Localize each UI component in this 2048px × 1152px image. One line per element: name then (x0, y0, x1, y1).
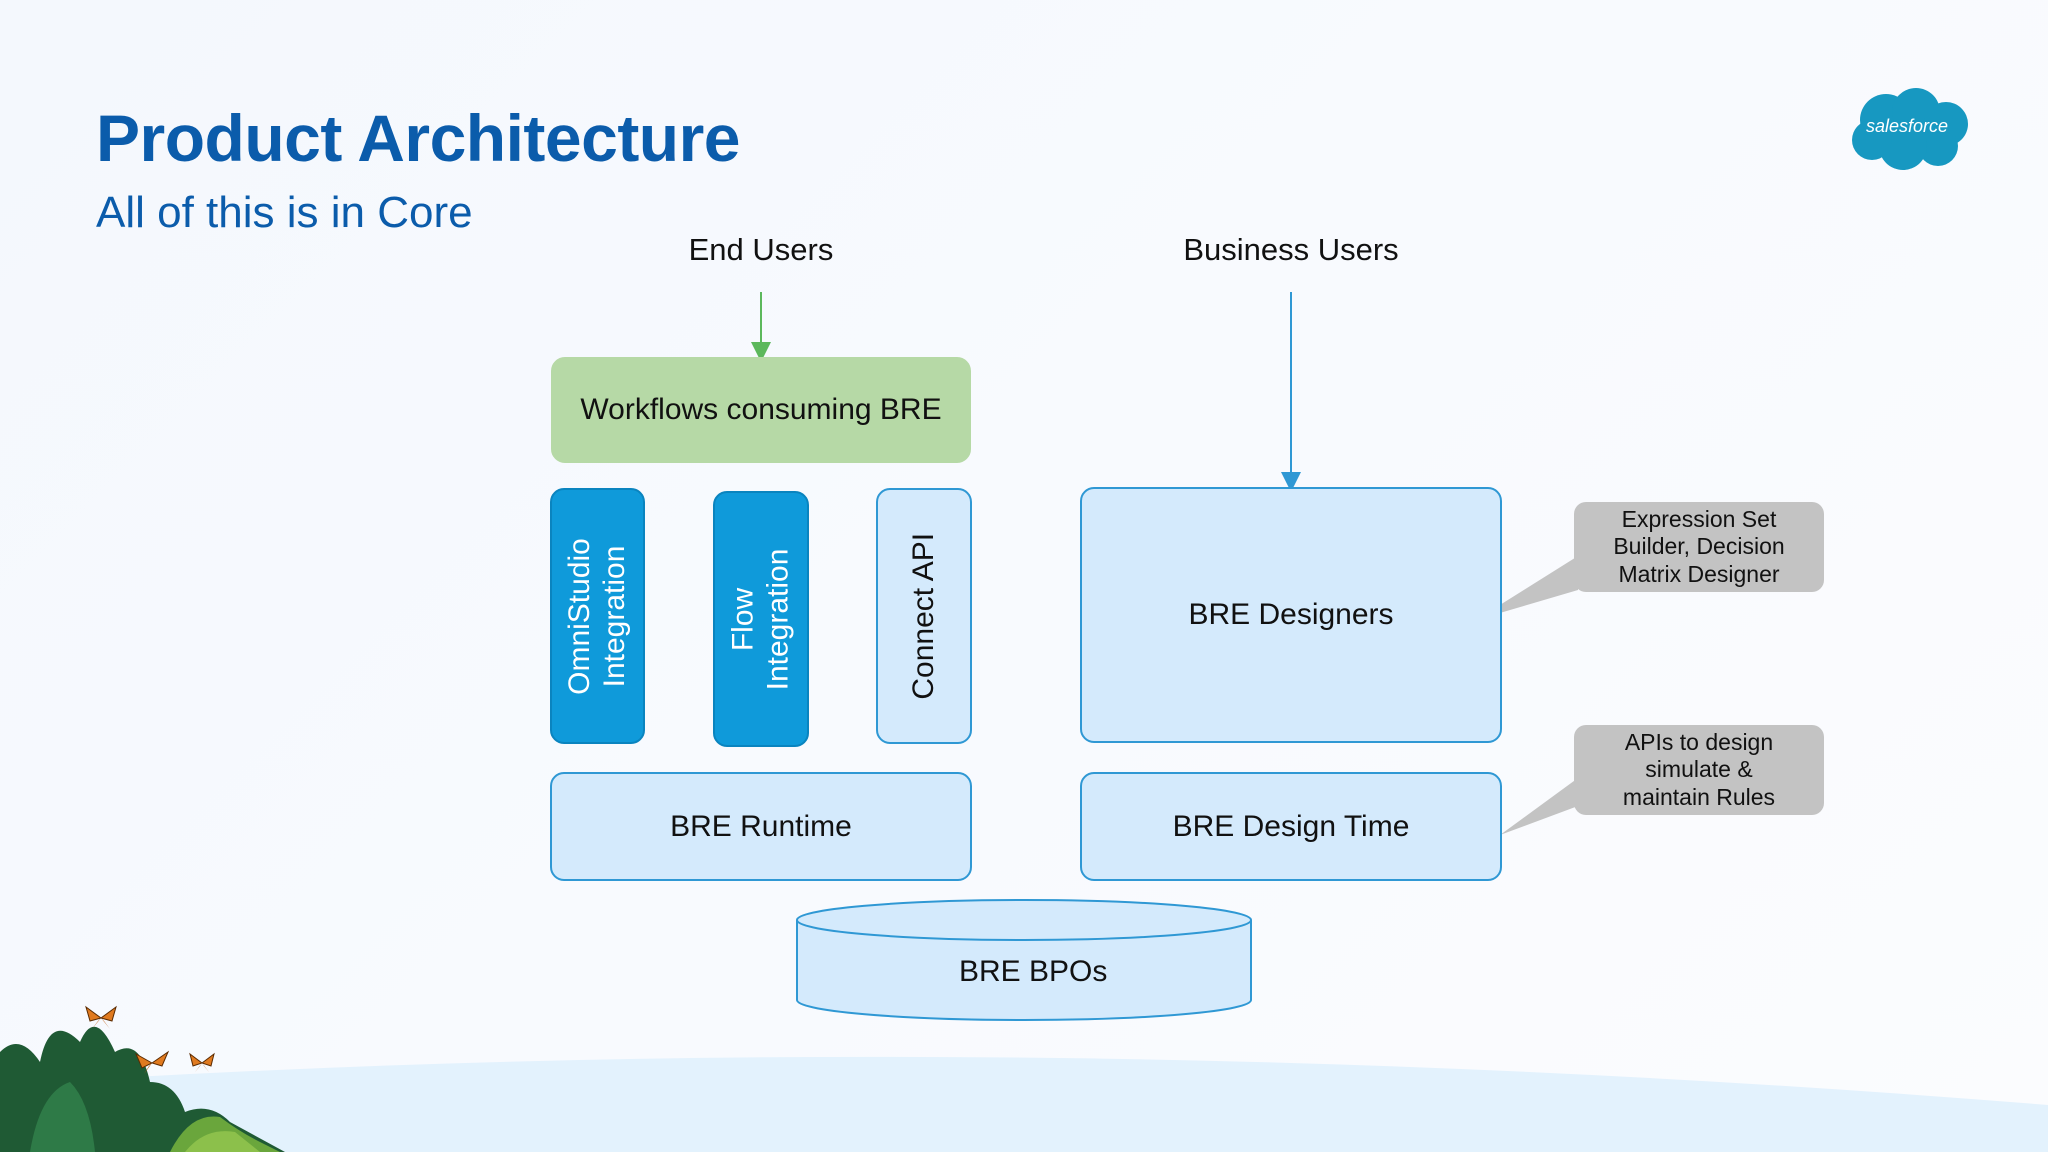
omnistudio-integration-box: OmniStudio Integration (550, 488, 645, 744)
slide-subtitle: All of this is in Core (96, 188, 473, 237)
bre-runtime-box: BRE Runtime (550, 772, 972, 881)
bre-designers-box: BRE Designers (1080, 487, 1502, 743)
butterfly-icon (189, 1052, 215, 1072)
bush-decoration (0, 1026, 285, 1152)
bre-bpos-label: BRE BPOs (959, 955, 1108, 988)
business-users-label: Business Users (1183, 232, 1399, 267)
slide-title: Product Architecture (96, 101, 741, 175)
workflows-box: Workflows consuming BRE (551, 357, 971, 463)
logo-text: salesforce (1865, 116, 1949, 136)
flow-integration-box: Flow Integration (713, 491, 809, 747)
bre-designers-label: BRE Designers (1188, 598, 1394, 631)
callout-designers: Expression Set Builder, Decision Matrix … (1574, 502, 1824, 592)
callout-design-time: APIs to design simulate & maintain Rules (1574, 725, 1824, 815)
callout-pointer-design-time (1500, 778, 1578, 835)
butterfly-icon (134, 1050, 170, 1074)
bre-design-time-box: BRE Design Time (1080, 772, 1502, 881)
butterfly-icon (85, 1005, 117, 1029)
end-users-label: End Users (688, 232, 834, 267)
workflows-label: Workflows consuming BRE (580, 393, 942, 426)
bre-design-time-label: BRE Design Time (1172, 809, 1410, 843)
connect-api-box: Connect API (876, 488, 972, 744)
salesforce-logo (1852, 88, 1968, 170)
bre-runtime-label: BRE Runtime (670, 809, 852, 843)
